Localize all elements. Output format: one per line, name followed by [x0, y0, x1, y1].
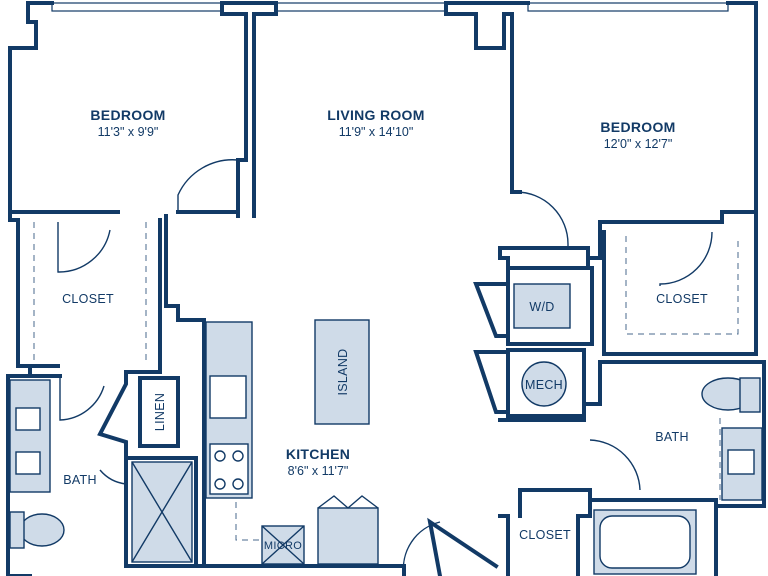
label-closet-right: CLOSET — [656, 292, 708, 306]
washer-dryer — [513, 283, 571, 329]
label-linen: LINEN — [153, 393, 167, 431]
refrigerator — [317, 507, 379, 565]
sink-right — [727, 449, 755, 475]
label-micro: MICRO — [264, 540, 302, 552]
kitchen-sink — [209, 375, 247, 419]
door-swing-entry — [402, 521, 441, 576]
island — [314, 319, 370, 425]
kitchen-fixtures — [205, 319, 379, 565]
left-bath-fixtures — [9, 379, 193, 563]
right-fixtures — [513, 283, 763, 575]
label-bedroom-left: BEDROOM — [90, 107, 165, 123]
room-labels: BEDROOM 11'3" x 9'9" LIVING ROOM 11'9" x… — [62, 107, 708, 552]
label-wd: W/D — [529, 300, 554, 314]
label-living-room: LIVING ROOM — [327, 107, 424, 123]
door-swing-bath-left-shower — [99, 469, 127, 485]
label-island: ISLAND — [336, 349, 350, 396]
label-bath-left: BATH — [63, 473, 97, 487]
label-kitchen: KITCHEN — [286, 446, 350, 462]
window-living — [275, 2, 447, 12]
label-bedroom-right: BEDROOM — [600, 119, 675, 135]
sink-left-1 — [15, 407, 41, 431]
door-swing-bath-right — [589, 439, 641, 491]
label-closet-bottom: CLOSET — [519, 528, 571, 542]
mech-unit — [521, 361, 567, 407]
dims-living-room: 11'9" x 14'10" — [339, 125, 414, 139]
window-bedroom-right — [527, 2, 729, 12]
door-swing-bedroom-left — [177, 159, 239, 212]
top-windows — [51, 2, 729, 12]
dims-bedroom-left: 11'3" x 9'9" — [98, 125, 159, 139]
walls — [6, 1, 766, 576]
door-swing-closet-left — [57, 222, 111, 273]
vanity-left — [9, 379, 51, 493]
sink-left-2 — [15, 451, 41, 475]
window-bedroom-left — [51, 2, 223, 12]
door-swing-closet-right — [659, 231, 713, 286]
dims-kitchen: 8'6" x 11'7" — [288, 464, 349, 478]
dims-bedroom-right: 12'0" x 12'7" — [604, 137, 673, 151]
label-bath-right: BATH — [655, 430, 689, 444]
label-closet-left: CLOSET — [62, 292, 114, 306]
door-swings — [57, 159, 713, 576]
label-mech: MECH — [525, 378, 563, 392]
toilet-left — [19, 513, 65, 547]
door-swing-bedroom-right — [515, 191, 569, 248]
door-swing-bath-left — [59, 376, 105, 421]
